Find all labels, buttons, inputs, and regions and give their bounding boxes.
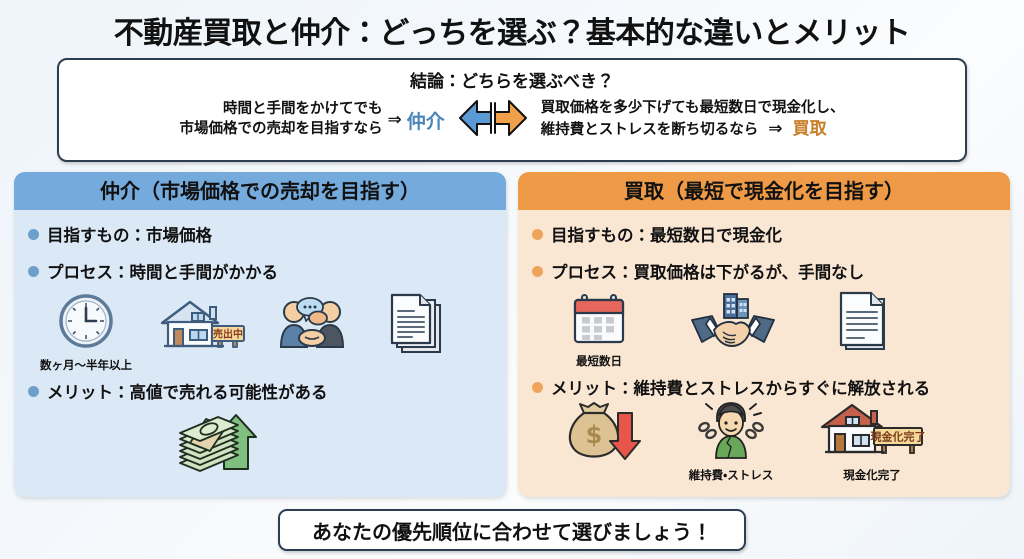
bullet-kaitori-merit: メリット：維持費とストレスからすぐに解放される	[518, 375, 1010, 399]
icon-cell-document	[838, 291, 890, 369]
bullet-chukai-goal-label: 目指すもの：市場価格	[47, 226, 212, 245]
bullet-kaitori-process: プロセス：買取価格は下がるが、手間なし	[518, 259, 1010, 283]
bullet-chukai-merit-label: メリット：高値で売れる可能性がある	[47, 383, 328, 402]
right-arrow-glyph-left: ⇒	[387, 110, 402, 130]
icon-cell-money-bag: $	[562, 401, 646, 483]
conclusion-right-line1: 買取価格を多少下げても最短数日で現金化し、	[540, 99, 845, 116]
panel-kaitori-header: 買取（最短で現金化を目指す）	[518, 172, 1010, 210]
icon-cell-documents	[388, 293, 450, 373]
conclusion-label-chukai: 仲介	[406, 110, 445, 133]
conclusion-left-label-group: ⇒ 仲介	[382, 107, 444, 134]
document-icon	[838, 291, 890, 357]
conclusion-right-line2-text: 維持費とストレスを断ち切るなら	[540, 122, 759, 139]
bullet-chukai-process: プロセス：時間と手間がかかる	[14, 259, 506, 283]
panel-chukai-body: 目指すもの：市場価格 プロセス：時間と手間がかかる	[14, 222, 506, 497]
bullet-dot-icon	[28, 385, 39, 397]
handshake-people-icon	[272, 295, 352, 357]
bullet-kaitori-merit-label: メリット：維持費とストレスからすぐに解放される	[551, 379, 931, 398]
icon-row-kaitori-process: 最短数日	[518, 291, 1010, 369]
conclusion-right-line2: 維持費とストレスを断ち切るなら ⇒ 買取	[541, 118, 845, 141]
conclusion-row: 時間と手間をかけてでも 市場価格での売却を目指すなら ⇒ 仲介 買取価格を多少下…	[59, 96, 965, 144]
double-headed-arrow-icon	[457, 96, 529, 144]
calendar-icon	[570, 291, 628, 351]
footer-message: あなたの優先順位に合わせて選びましょう！	[312, 519, 712, 544]
clock-icon	[54, 293, 118, 355]
page-title: 不動産買取と仲介：どっちを選ぶ？基本的な違いとメリット	[113, 16, 911, 51]
house-for-sale-icon: 売出中	[154, 295, 250, 357]
building-handshake-icon	[690, 292, 776, 354]
panel-kaitori-body: 目指すもの：最短数日で現金化 プロセス：買取価格は下がるが、手間なし	[518, 222, 1010, 497]
conclusion-right-text: 買取価格を多少下げても最短数日で現金化し、 維持費とストレスを断ち切るなら ⇒ …	[541, 99, 845, 142]
svg-text:$: $	[586, 421, 603, 449]
conclusion-heading: 結論：どちらを選ぶべき？	[410, 72, 614, 92]
icon-row-chukai-merit	[14, 407, 506, 483]
icon-cell-building-handshake	[690, 292, 776, 369]
bullet-dot-icon	[532, 381, 543, 393]
house-sold-sign-text: 現金化完了	[871, 430, 926, 444]
icon-cell-clock: 数ヶ月〜半年以上	[40, 293, 132, 373]
conclusion-label-kaitori: 買取	[792, 119, 827, 140]
bullet-dot-icon	[532, 228, 543, 240]
bullet-kaitori-goal: 目指すもの：最短数日で現金化	[518, 222, 1010, 246]
icon-cell-cash-stack	[166, 407, 294, 483]
bullet-dot-icon	[532, 265, 543, 277]
person-broken-chains-icon	[688, 401, 774, 465]
footer-banner: あなたの優先順位に合わせて選びましょう！	[278, 509, 746, 551]
icon-cell-person-chains: 維持費・ストレス	[688, 401, 774, 483]
icon-cell-handshake-people	[272, 295, 352, 373]
right-arrow-glyph-right: ⇒	[768, 119, 783, 140]
icon-cell-house-sold: 現金化完了 現金化完了	[816, 401, 928, 483]
cash-stack-up-arrow-icon	[166, 407, 294, 483]
panel-chukai-header: 仲介（市場価格での売却を目指す）	[14, 172, 506, 210]
calendar-icon-caption: 最短数日	[576, 354, 622, 368]
person-chains-caption: 維持費・ストレス	[688, 468, 774, 482]
icon-row-chukai-process: 数ヶ月〜半年以上 売	[14, 293, 506, 373]
icon-cell-calendar: 最短数日	[570, 291, 628, 369]
icon-cell-house-for-sale: 売出中	[154, 295, 250, 373]
bullet-dot-icon	[28, 265, 39, 277]
money-bag-down-arrow-icon: $	[562, 401, 646, 467]
bullet-chukai-goal: 目指すもの：市場価格	[14, 222, 506, 246]
icon-row-kaitori-merit: $	[518, 401, 1010, 483]
bullet-dot-icon	[28, 228, 39, 240]
bullet-kaitori-process-label: プロセス：買取価格は下がるが、手間なし	[551, 263, 865, 282]
documents-stack-icon	[388, 293, 450, 359]
conclusion-box: 結論：どちらを選ぶべき？ 時間と手間をかけてでも 市場価格での売却を目指すなら …	[57, 58, 967, 162]
bullet-kaitori-goal-label: 目指すもの：最短数日で現金化	[551, 226, 782, 245]
conclusion-left-line2: 市場価格での売却を目指すなら	[179, 121, 383, 137]
bullet-chukai-process-label: プロセス：時間と手間がかかる	[47, 263, 278, 282]
bullet-chukai-merit: メリット：高値で売れる可能性がある	[14, 379, 506, 403]
panel-chukai: 仲介（市場価格での売却を目指す） 目指すもの：市場価格 プロセス：時間と手間がか…	[14, 172, 506, 497]
house-sold-icon: 現金化完了	[816, 401, 928, 465]
panel-kaitori: 買取（最短で現金化を目指す） 目指すもの：最短数日で現金化 プロセス：買取価格は…	[518, 172, 1010, 497]
house-sold-caption: 現金化完了	[843, 468, 901, 482]
house-for-sale-sign-text: 売出中	[213, 328, 243, 341]
conclusion-left-line1: 時間と手間をかけてでも	[222, 101, 383, 118]
clock-icon-caption: 数ヶ月〜半年以上	[40, 358, 132, 372]
conclusion-left-text: 時間と手間をかけてでも 市場価格での売却を目指すなら	[179, 100, 382, 139]
